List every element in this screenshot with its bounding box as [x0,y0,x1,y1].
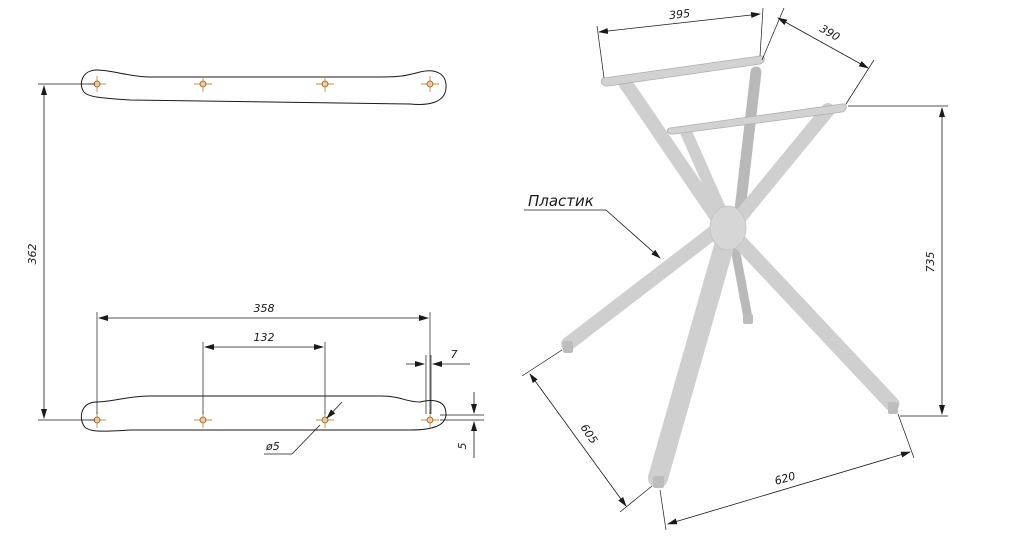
dim-plate-spacing: 362 [26,83,95,421]
top-bar-back [600,55,765,87]
foot-right [888,402,898,414]
strut-right [729,103,835,229]
leg-front [648,222,738,488]
foot-front [653,476,664,488]
isometric-view: 395 390 735 605 620 [521,7,948,531]
dim-top-bar-b-label: 390 [817,22,842,44]
dim-foot-span-a-label: 605 [578,422,601,447]
hole [194,412,212,428]
dim-plate-thickness-label: 5 [456,443,469,450]
hole [421,412,439,428]
hole [316,412,334,428]
dim-top-bar-a-label: 395 [669,7,691,22]
dim-foot-span-a: 605 [521,349,653,513]
dim-edge-offset: 7 [406,348,470,414]
strut-left [619,77,727,229]
lower-plate-outline [80,395,447,432]
leg-back-upper [734,66,762,216]
dim-foot-span-b: 620 [659,413,915,531]
top-bar-front [666,103,847,135]
dim-edge-offset-label: 7 [451,348,458,361]
dim-hole-diameter-label: ø5 [265,440,280,453]
foot-back [743,314,753,324]
dim-hole-diameter: ø5 [264,401,343,455]
foot-left [563,341,573,353]
dim-height-label: 735 [924,252,937,273]
dim-hole-pitch: 132 [202,331,326,414]
dim-height: 735 [848,105,948,417]
material-label: Пластик [528,192,594,210]
dim-hole-pitch-label: 132 [254,331,275,344]
central-hub [709,205,747,251]
strut-mid [680,126,730,224]
dim-top-bar-a: 395 [596,7,764,79]
material-callout: Пластик [524,192,661,259]
leg-left [561,225,721,351]
dim-hole-span-label: 358 [254,302,275,315]
hole [88,76,106,92]
plan-view: 362 358 132 7 ø5 [26,69,484,458]
dim-top-bar-b: 390 [761,7,875,105]
hole [194,76,212,92]
lower-holes [88,412,439,428]
dim-plate-spacing-label: 362 [26,244,39,265]
leg-right [730,232,900,412]
dim-hole-span: 358 [96,302,431,414]
hole [316,76,334,92]
dim-foot-span-b-label: 620 [773,469,797,487]
upper-holes [88,76,439,92]
hole [421,76,439,92]
upper-plate-outline [80,69,447,105]
dim-plate-thickness: 5 [440,392,484,458]
